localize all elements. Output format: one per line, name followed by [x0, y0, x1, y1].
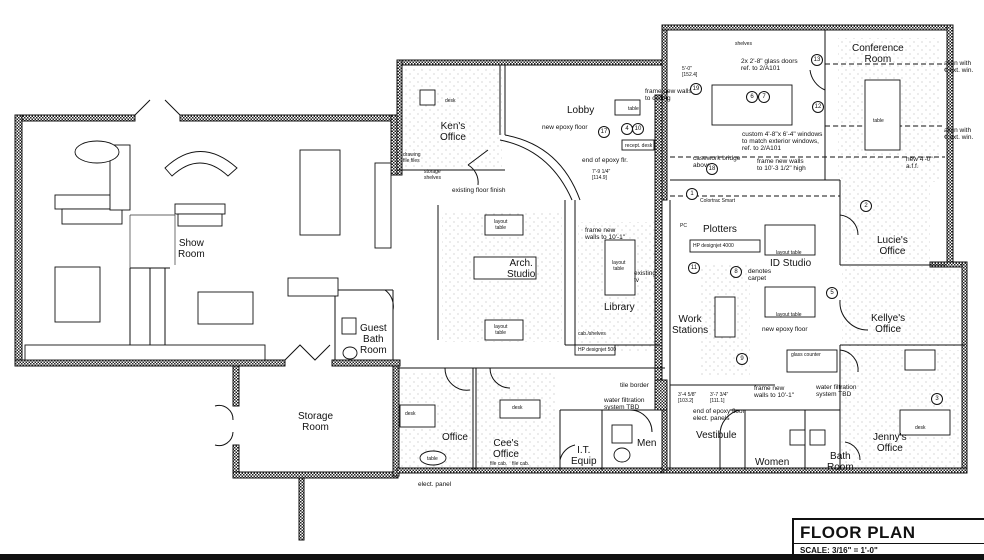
callout-tag: 18	[706, 163, 718, 175]
note-new-aff: new 4'-0" a.f.f.	[906, 156, 933, 170]
label-pc: PC	[680, 223, 687, 229]
room-guest-bath: Guest Bath Room	[360, 323, 387, 356]
room-lobby: Lobby	[567, 105, 595, 116]
label-layout-table-id-1: layout table	[776, 250, 802, 256]
room-plotters: Plotters	[703, 224, 737, 235]
callout-tag: 5	[826, 287, 838, 299]
label-cabs-shelves: cab./shelves	[578, 331, 606, 337]
room-id-studio: ID Studio	[770, 258, 812, 269]
label-hp-4000: HP designjet 4000	[693, 243, 734, 249]
drawing-scale: SCALE: 3/16" = 1'-0"	[794, 543, 984, 555]
label-layout-table-2: layout table	[494, 324, 508, 336]
note-tile-border: tile border	[620, 382, 649, 389]
callout-tag: 9	[736, 353, 748, 365]
exterior-walls	[14, 24, 968, 541]
callout-tag: 17	[598, 126, 610, 138]
drawing-title: FLOOR PLAN	[800, 523, 916, 542]
callout-tag: 8	[730, 266, 742, 278]
callout-tag: 11	[688, 262, 700, 274]
room-library: Library	[604, 302, 635, 313]
note-frame-10-1: frame new walls to 10'-1"	[585, 227, 626, 241]
note-glass-doors: 2x 2'-8" glass doors ref. to 2/A101	[741, 58, 798, 72]
room-cees-office: Cee's Office	[493, 438, 519, 460]
label-desk-cees: desk	[512, 405, 523, 411]
note-existing-tv: existing tv	[634, 270, 657, 284]
room-conference: Conference Room	[852, 43, 904, 65]
room-kellyes-office: Kellye's Office	[871, 313, 906, 335]
callout-tag: 19	[690, 83, 702, 95]
label-layout-table-id-2: layout table	[776, 312, 802, 318]
label-desk-kens: desk	[445, 98, 456, 104]
dimension-1: 3'-4 5/8" [103.2]	[678, 392, 697, 404]
room-it-equip: I.T. Equip	[571, 445, 597, 467]
label-layout-table-1: layout table	[494, 219, 508, 231]
label-storage-shelves: storage shelves	[424, 169, 441, 181]
studio-furniture	[399, 79, 951, 466]
callout-tag: 2	[860, 200, 872, 212]
note-casework-bridge: casework bridge above	[693, 155, 741, 169]
label-colortrac: Colortrac Smart	[700, 198, 736, 204]
room-jennys-office: Jenny's Office	[873, 432, 907, 454]
room-show-room: Show Room	[178, 238, 205, 260]
label-hp-500: HP designjet 500	[578, 347, 616, 353]
label-table-lobby: table	[628, 106, 639, 112]
room-vestibule: Vestibule	[696, 430, 737, 441]
room-arch-studio: Arch. Studio	[507, 258, 536, 280]
note-elect-panels: elect. panels	[693, 415, 730, 422]
label-desk-office: desk	[405, 411, 416, 417]
callout-tag: 13	[811, 54, 823, 66]
callout-tag: 1	[686, 188, 698, 200]
room-office: Office	[442, 432, 468, 443]
callout-tag: 6	[746, 91, 758, 103]
note-new-epoxy-floor: new epoxy floor	[542, 124, 588, 131]
room-kens-office: Ken's Office	[440, 121, 466, 143]
label-recept-desk: recept. desk	[625, 143, 653, 149]
note-frame-ceiling: frame new walls to ceiling	[645, 88, 692, 102]
label-shelves: shelves	[735, 41, 752, 47]
note-align-1: align with ¢ ext. win.	[944, 60, 974, 74]
note-new-epoxy-id: new epoxy floor	[762, 326, 808, 333]
room-storage: Storage Room	[298, 411, 334, 433]
label-file-cab-2: file cab.	[512, 461, 530, 467]
callout-tag: 12	[812, 101, 824, 113]
title-block: FLOOR PLAN SCALE: 3/16" = 1'-0"	[792, 518, 984, 558]
note-custom-windows: custom 4'-8"x 6'-4" windows to match ext…	[742, 131, 823, 152]
bottom-border	[0, 554, 984, 560]
showroom-furniture	[24, 140, 392, 361]
note-align-2: align with ¢ ext. win.	[944, 127, 974, 141]
room-work-stations: Work Stations	[672, 314, 709, 336]
note-denotes-carpet: denotes carpet	[748, 268, 772, 282]
label-drawing-files: drawing file files	[403, 152, 421, 164]
label-table-office: table	[427, 456, 438, 462]
label-layout-table-library: layout table	[612, 260, 626, 272]
callout-tag: 7	[758, 91, 770, 103]
note-water-filtration-2: water filtration system TBD	[816, 384, 857, 398]
room-bath-room: Bath Room	[827, 451, 854, 473]
dimension-top: 5'-0" [152.4]	[682, 66, 698, 78]
note-frame-10-3: frame new walls to 10'-3 1/2" high	[757, 158, 806, 172]
note-end-epoxy-vestibule: end of epoxy floor	[693, 408, 745, 415]
note-water-filtration-1: water filtration system TBD	[604, 397, 645, 411]
label-table-conference: table	[873, 118, 884, 124]
dimension-2: 3'-7 3/4" [111.1]	[710, 392, 729, 404]
callout-tag: 10	[632, 123, 644, 135]
label-glass-counter: glass counter	[791, 352, 821, 358]
doors	[134, 69, 869, 470]
dimension-lobby: 7'-9 1/4" [114.9]	[592, 169, 611, 181]
label-desk-jenny: desk	[915, 425, 926, 431]
room-women: Women	[755, 457, 790, 468]
note-frame-new-vestibule: frame new walls to 10'-1"	[754, 385, 795, 399]
callout-tag: 3	[931, 393, 943, 405]
label-file-cab-1: file cab.	[490, 461, 508, 467]
note-existing-floor: existing floor finish	[452, 187, 506, 194]
note-end-epoxy: end of epoxy flr.	[582, 157, 628, 164]
room-lucies-office: Lucie's Office	[877, 235, 908, 257]
room-men: Men	[637, 438, 657, 449]
note-elect-panel: elect. panel	[418, 481, 452, 488]
